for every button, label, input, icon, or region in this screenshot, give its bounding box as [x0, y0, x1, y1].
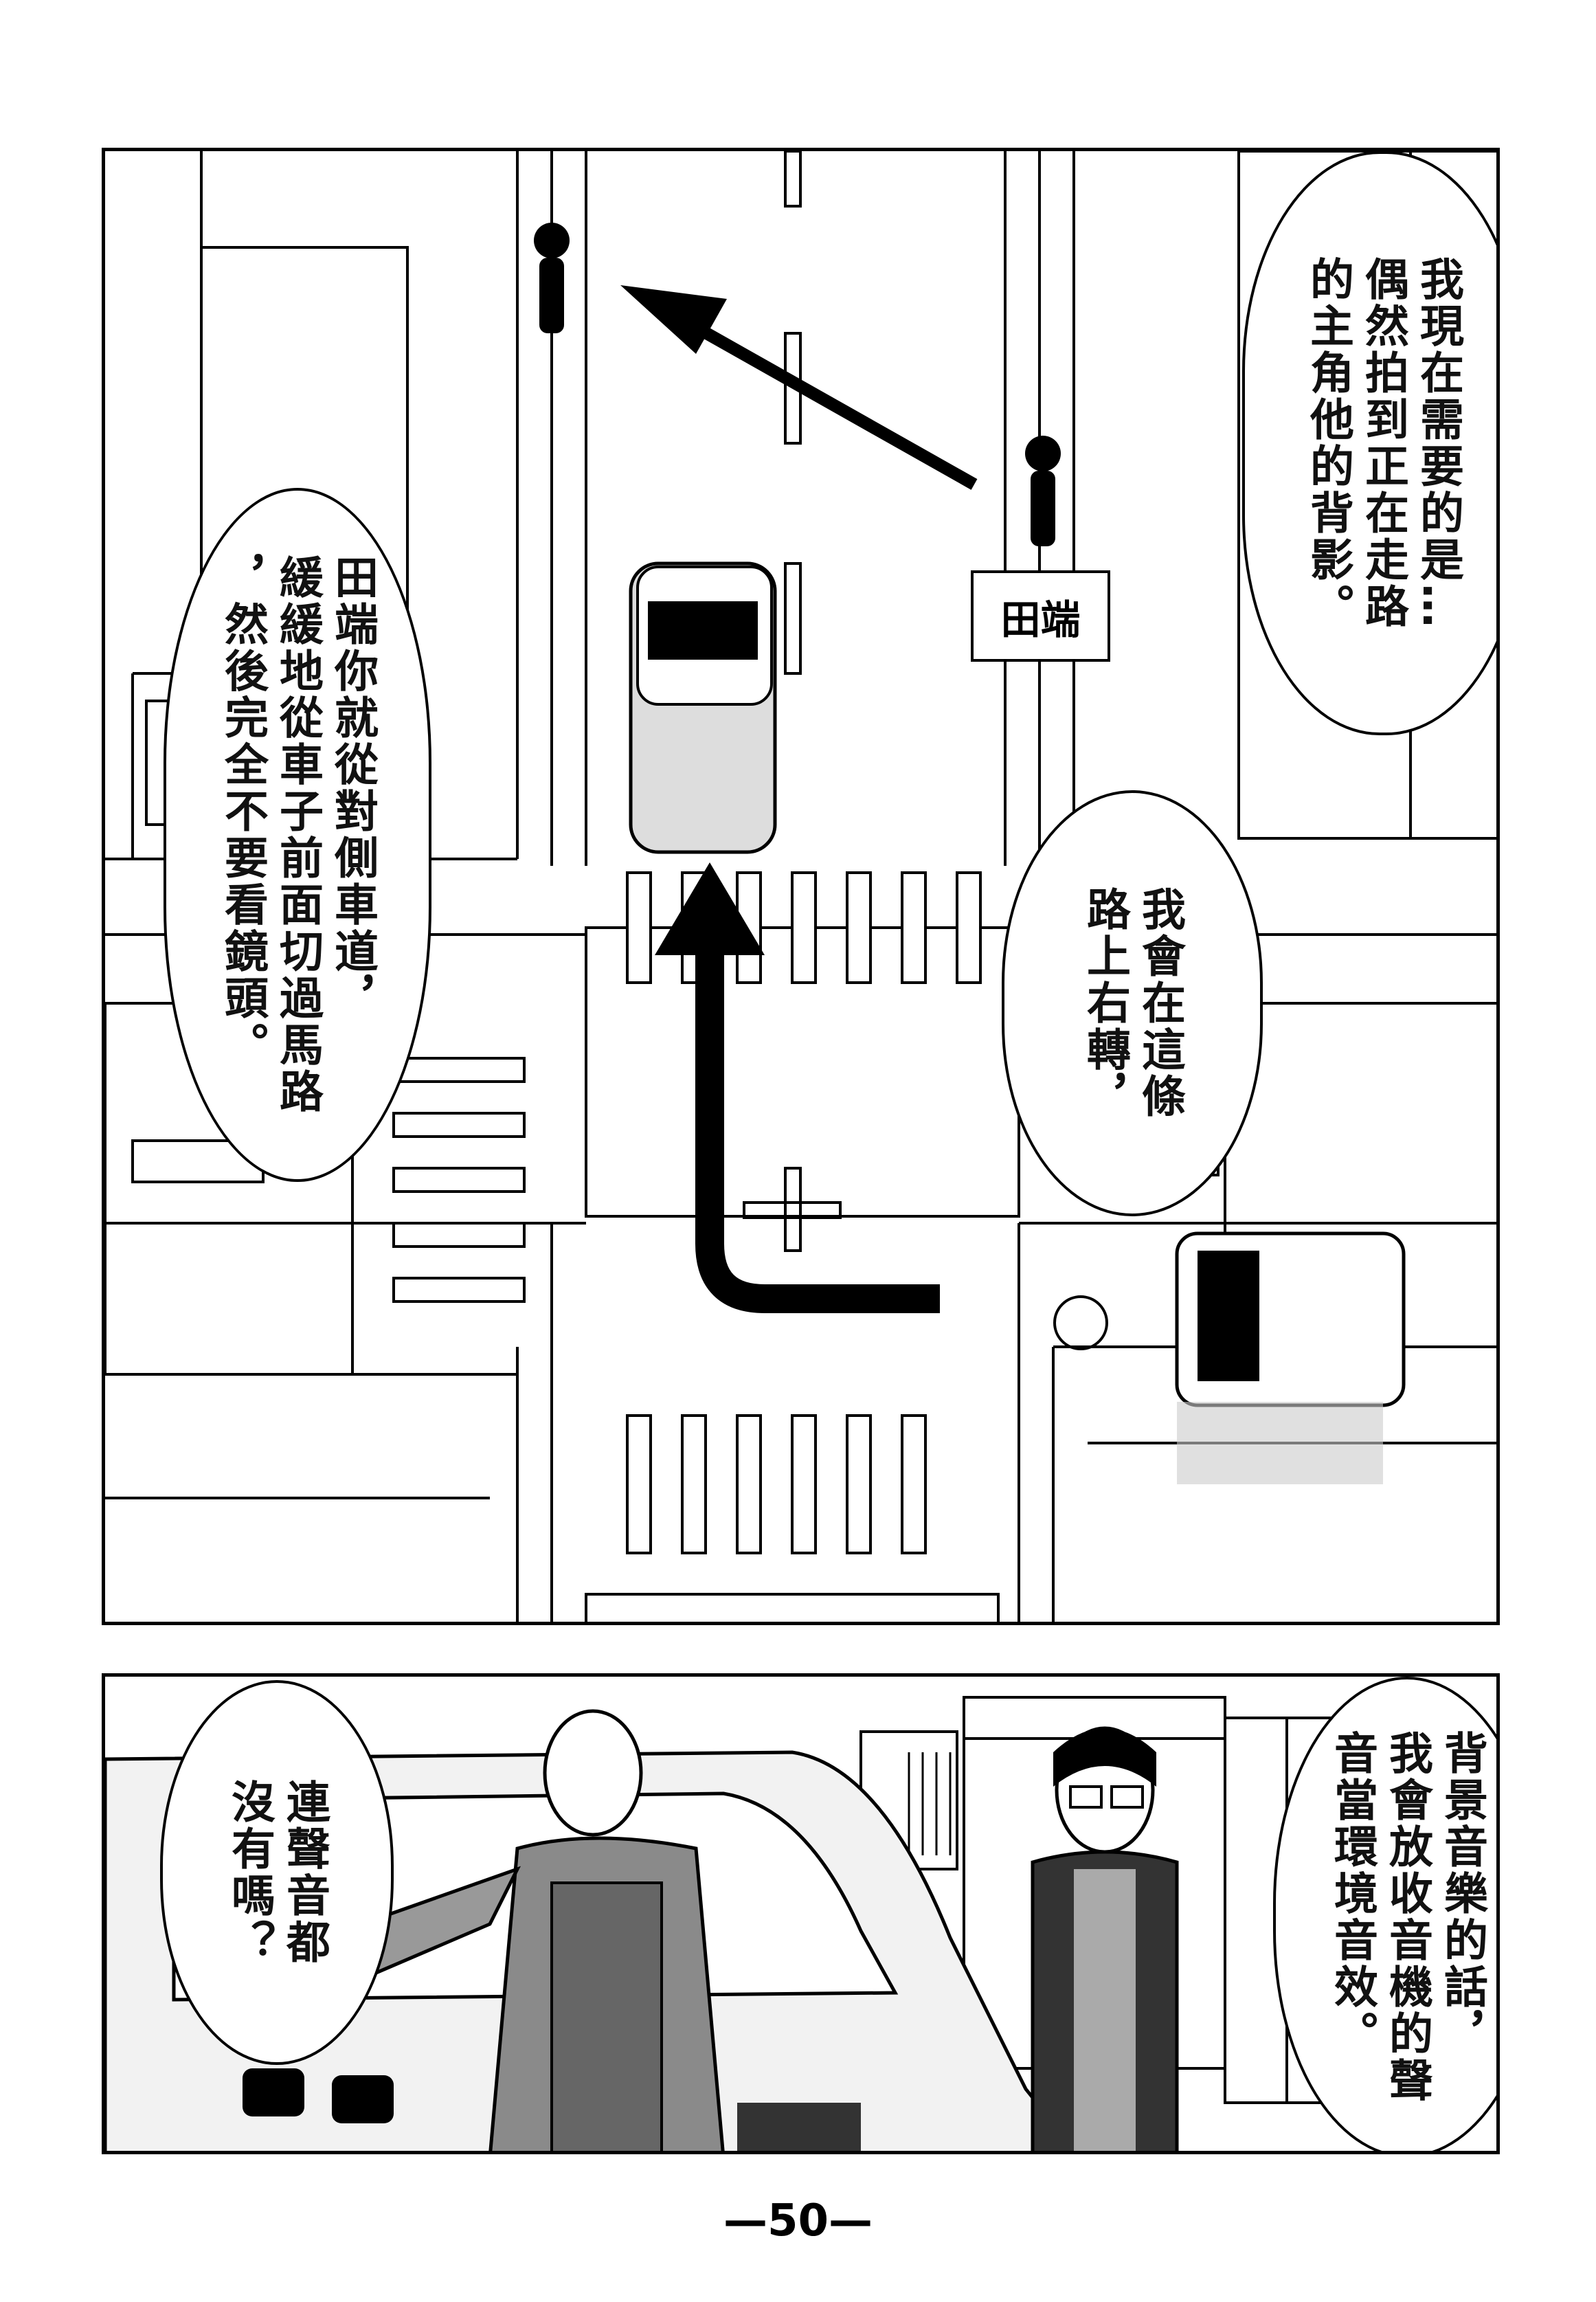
- car-right-icon: [1175, 1231, 1406, 1484]
- bubble-text: 我現在需要的是… 偶然拍到正在走路 的主角他的背影。: [1303, 256, 1463, 630]
- woman-figure: [1031, 1726, 1179, 2151]
- walk-direction-arrow: [620, 285, 978, 490]
- bubble-text: 田端你就從對側車道， 緩緩地從車子前面切過馬路 ，然後完全不要看鏡頭。: [217, 555, 378, 1115]
- speech-bubble-left: 連聲音都 沒有嗎？: [160, 1680, 394, 2065]
- speech-bubble-left: 田端你就從對側車道， 緩緩地從車子前面切過馬路 ，然後完全不要看鏡頭。: [164, 488, 431, 1182]
- car-top-icon: [629, 561, 777, 854]
- bubble-text: 背景音樂的話， 我會放收音機的聲 音當環境音效。: [1327, 1730, 1487, 2104]
- speech-bubble-center-right: 我會在這條 路上右轉，: [1002, 790, 1263, 1216]
- car-turn-arrow: [695, 921, 940, 1313]
- speech-bubble-right: 背景音樂的話， 我會放收音機的聲 音當環境音效。: [1273, 1677, 1496, 2151]
- panel-intersection-map: 田端 我現在需要的是… 偶然拍到正在走路 的主角他的背影。 田端你就從對側車道，…: [102, 148, 1500, 1625]
- road-diagram: [105, 151, 1496, 1622]
- bubble-text: 我會在這條 路上右轉，: [1079, 886, 1185, 1120]
- name-sign: 田端: [971, 570, 1110, 662]
- bubble-text: 連聲音都 沒有嗎？: [224, 1779, 330, 1966]
- turn-arrow-head: [655, 862, 765, 955]
- page-number: —50—: [723, 2195, 873, 2246]
- speech-bubble-top-right: 我現在需要的是… 偶然拍到正在走路 的主角他的背影。: [1242, 151, 1496, 735]
- panel-street-scene: 連聲音都 沒有嗎？ 背景音樂的話， 我會放收音機的聲 音當環境音效。: [102, 1673, 1500, 2154]
